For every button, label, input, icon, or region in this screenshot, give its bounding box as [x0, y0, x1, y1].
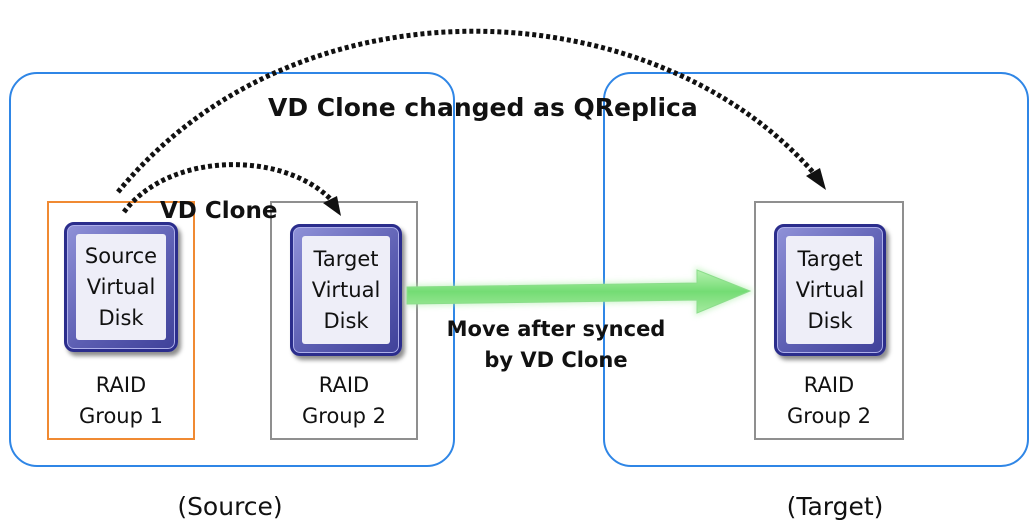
- qreplica-arrow: [116, 28, 826, 194]
- disk-label-line: Virtual: [795, 277, 865, 302]
- raid-label-line: Group 1: [79, 404, 163, 428]
- move-label-line2: by VD Clone: [484, 348, 628, 372]
- move-arrow: [406, 267, 755, 316]
- raid-label-line: Group 2: [787, 404, 871, 428]
- raid-group-2-target-label: RAID Group 2: [754, 370, 904, 432]
- qreplica-label: VD Clone changed as QReplica: [268, 93, 698, 122]
- source-site-caption: (Source): [177, 492, 283, 521]
- raid-label-line: RAID: [95, 373, 147, 397]
- disk-label-line: Source: [84, 243, 158, 268]
- raid-label-line: Group 2: [302, 404, 386, 428]
- move-label: Move after synced by VD Clone: [426, 314, 686, 376]
- target-site-box: [603, 72, 1029, 467]
- disk-label-line: Virtual: [311, 277, 381, 302]
- target-site-caption: (Target): [786, 492, 884, 521]
- raid-group-1-label: RAID Group 1: [47, 370, 195, 432]
- disk-label-line: Disk: [323, 308, 369, 333]
- target-virtual-disk-source: Target Virtual Disk: [290, 224, 402, 356]
- disk-label-line: Disk: [807, 308, 853, 333]
- target-virtual-disk-target: Target Virtual Disk: [774, 224, 886, 356]
- raid-group-2-source-label: RAID Group 2: [270, 370, 418, 432]
- disk-label-line: Virtual: [86, 274, 156, 299]
- vd-clone-arrow: [121, 162, 341, 216]
- raid-label-line: RAID: [318, 373, 370, 397]
- raid-label-line: RAID: [803, 373, 855, 397]
- disk-label-line: Target: [313, 246, 379, 271]
- source-virtual-disk: Source Virtual Disk: [64, 222, 178, 352]
- disk-label-line: Disk: [98, 305, 144, 330]
- move-label-line1: Move after synced: [446, 317, 666, 341]
- disk-label-line: Target: [797, 246, 863, 271]
- source-site-box: [9, 72, 455, 467]
- vd-clone-label: VD Clone: [160, 198, 278, 224]
